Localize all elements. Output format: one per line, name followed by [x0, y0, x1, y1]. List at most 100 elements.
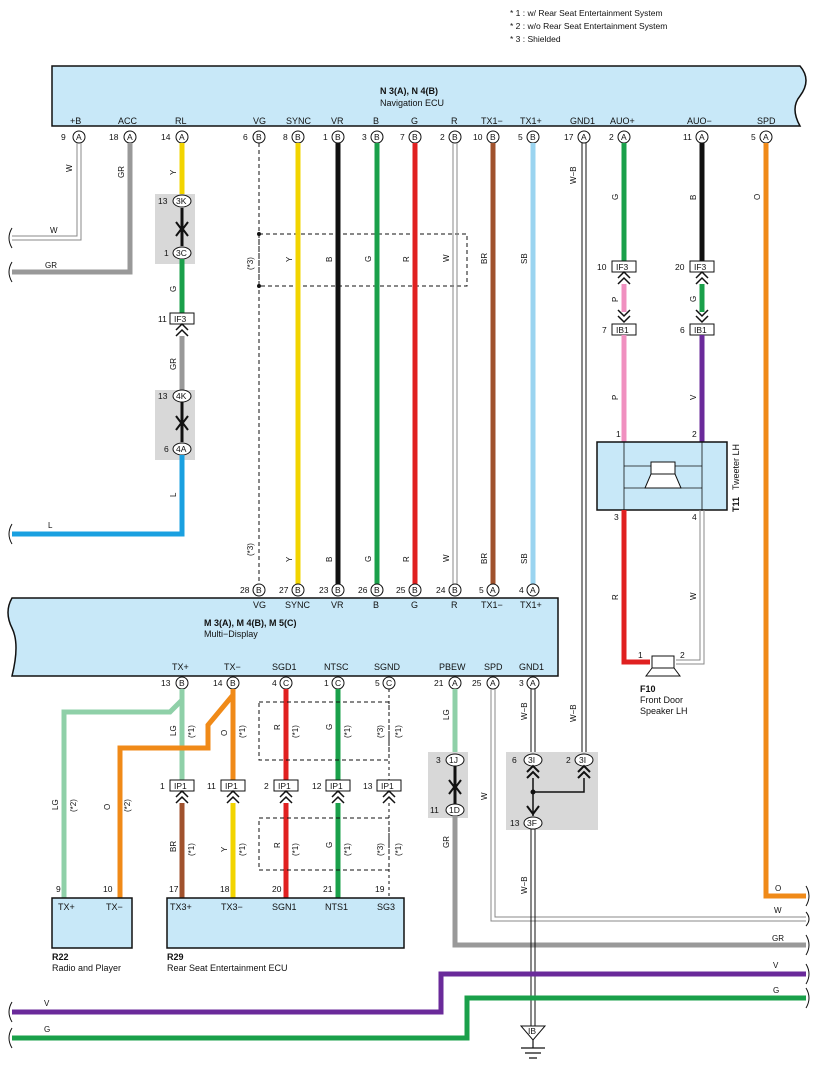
svg-text:19: 19 [375, 884, 385, 894]
svg-text:A: A [127, 132, 133, 142]
svg-text:4: 4 [692, 512, 697, 522]
svg-text:3: 3 [614, 512, 619, 522]
svg-text:B: B [335, 132, 341, 142]
svg-text:20: 20 [272, 884, 282, 894]
svg-text:LG: LG [51, 799, 60, 810]
svg-text:(*1): (*1) [394, 725, 403, 738]
svg-text:SB: SB [520, 253, 529, 264]
svg-text:V: V [689, 394, 698, 400]
svg-text:LG: LG [169, 725, 178, 736]
svg-text:B: B [230, 678, 236, 688]
svg-text:G: G [411, 116, 418, 126]
svg-text:(*1): (*1) [343, 725, 352, 738]
svg-text:TX1−: TX1− [481, 116, 503, 126]
svg-text:Radio and Player: Radio and Player [52, 963, 121, 973]
svg-text:G: G [169, 286, 178, 292]
svg-text:IB1: IB1 [694, 325, 707, 335]
svg-text:(*1): (*1) [291, 725, 300, 738]
svg-text:+B: +B [70, 116, 81, 126]
radio-box [51, 897, 133, 949]
svg-text:VR: VR [331, 116, 344, 126]
svg-text:B: B [295, 585, 301, 595]
svg-text:R: R [273, 724, 282, 730]
svg-text:4A: 4A [176, 444, 187, 454]
svg-text:W: W [480, 792, 489, 800]
svg-text:C: C [335, 678, 341, 688]
svg-text:R: R [451, 116, 458, 126]
svg-text:R: R [451, 600, 458, 610]
svg-text:1: 1 [638, 650, 643, 660]
svg-text:W−B: W−B [520, 876, 529, 894]
svg-text:IP1: IP1 [381, 781, 394, 791]
svg-text:18: 18 [220, 884, 230, 894]
svg-text:GND1: GND1 [570, 116, 595, 126]
svg-text:3: 3 [436, 755, 441, 765]
svg-text:IF3: IF3 [616, 262, 629, 272]
svg-text:AUO+: AUO+ [610, 116, 635, 126]
svg-text:VG: VG [253, 600, 266, 610]
svg-text:1: 1 [160, 781, 165, 791]
svg-text:A: A [452, 678, 458, 688]
wire-rl-l [12, 455, 185, 537]
svg-text:B: B [689, 195, 698, 200]
svg-text:R: R [402, 256, 411, 262]
svg-text:27: 27 [279, 585, 289, 595]
svg-text:SGN1: SGN1 [272, 902, 297, 912]
svg-text:Front Door: Front Door [640, 695, 683, 705]
svg-text:O: O [103, 804, 112, 810]
svg-text:GND1: GND1 [519, 662, 544, 672]
svg-text:IB: IB [528, 1026, 536, 1036]
svg-text:G: G [773, 986, 779, 995]
svg-text:Y: Y [169, 169, 178, 175]
svg-text:IF3: IF3 [174, 314, 187, 324]
svg-text:P: P [611, 297, 620, 302]
nav-ecu-pin-labels: +B ACC RL VG SYNC VR B G R TX1− TX1+ GND… [70, 116, 776, 126]
svg-text:7: 7 [400, 132, 405, 142]
svg-text:2: 2 [680, 650, 685, 660]
svg-text:B: B [452, 585, 458, 595]
multi-display-box [7, 597, 559, 677]
svg-text:17: 17 [169, 884, 179, 894]
svg-text:14: 14 [161, 132, 171, 142]
svg-text:A: A [76, 132, 82, 142]
wire-v [12, 971, 806, 1015]
svg-text:W: W [774, 906, 782, 915]
svg-text:G: G [411, 600, 418, 610]
svg-text:W: W [442, 254, 451, 262]
svg-text:B: B [452, 132, 458, 142]
wire-spd-o [763, 143, 806, 899]
svg-text:(*2): (*2) [123, 799, 132, 812]
svg-text:A: A [581, 132, 587, 142]
svg-text:R29: R29 [167, 952, 184, 962]
nav-ecu-title: N 3(A), N 4(B) [380, 86, 438, 96]
svg-text:20: 20 [675, 262, 685, 272]
svg-text:B: B [530, 132, 536, 142]
svg-text:R22: R22 [52, 952, 69, 962]
svg-text:W: W [50, 226, 58, 235]
svg-text:9: 9 [56, 884, 61, 894]
svg-text:VR: VR [331, 600, 344, 610]
svg-text:25: 25 [472, 678, 482, 688]
nav-to-display-wire-labels: Y B G R W BR SB Y B G R W BR SB [285, 253, 529, 564]
svg-text:6: 6 [243, 132, 248, 142]
svg-text:B: B [256, 585, 262, 595]
svg-text:(*1): (*1) [187, 725, 196, 738]
svg-text:1: 1 [164, 248, 169, 258]
svg-text:VG: VG [253, 116, 266, 126]
svg-text:TX−: TX− [224, 662, 241, 672]
svg-text:1D: 1D [449, 805, 460, 815]
svg-text:10: 10 [597, 262, 607, 272]
svg-text:A: A [490, 585, 496, 595]
svg-text:IB1: IB1 [616, 325, 629, 335]
svg-text:SG3: SG3 [377, 902, 395, 912]
svg-text:G: G [611, 194, 620, 200]
svg-text:11: 11 [207, 781, 216, 791]
svg-text:G: G [364, 256, 373, 262]
svg-text:11: 11 [430, 805, 439, 815]
svg-text:Multi−Display: Multi−Display [204, 629, 258, 639]
speaker-icon [651, 655, 675, 669]
svg-text:SYNC: SYNC [286, 116, 312, 126]
svg-text:2: 2 [609, 132, 614, 142]
svg-text:13: 13 [158, 196, 168, 206]
svg-text:W: W [442, 554, 451, 562]
